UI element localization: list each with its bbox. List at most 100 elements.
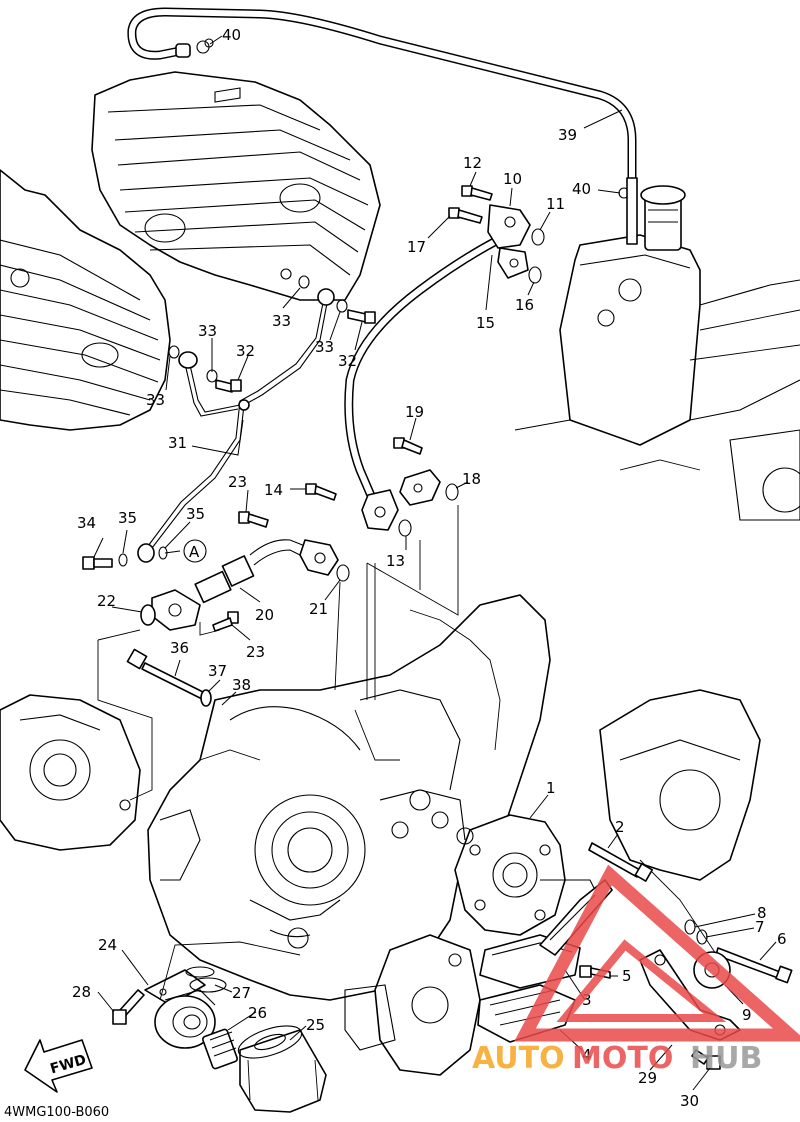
breather-hose-39 — [127, 7, 637, 183]
callout-31: 31 — [168, 434, 187, 452]
callout-8: 8 — [757, 904, 767, 922]
callout-9: 9 — [742, 1006, 752, 1024]
bolt-36 — [126, 648, 206, 700]
union-bolt-26 — [202, 1028, 238, 1070]
callout-32-right: 32 — [338, 352, 357, 370]
oil-pipe-20 — [151, 539, 339, 631]
callout-19: 19 — [405, 403, 424, 421]
assembly-lines — [97, 505, 459, 1001]
washer-37 — [200, 689, 212, 707]
washer-33-a — [298, 275, 310, 289]
callout-33-c: 33 — [272, 312, 291, 330]
bolt-30 — [691, 1049, 721, 1070]
ref-marker-a-top: A — [183, 539, 207, 563]
bolt-23-bottom — [212, 611, 239, 632]
washer-33-b — [336, 299, 348, 313]
bolt-14 — [305, 483, 337, 501]
crankcase — [147, 594, 551, 1001]
oil-hose-15 — [344, 204, 531, 531]
callout-21: 21 — [309, 600, 328, 618]
callout-28: 28 — [72, 983, 91, 1001]
callout-29: 29 — [638, 1069, 657, 1087]
bolt-34 — [82, 556, 113, 570]
crankcase-lower — [344, 934, 481, 1076]
callout-25: 25 — [306, 1016, 325, 1034]
callout-23-bottom: 23 — [246, 643, 265, 661]
watermark-text-auto: AUTO — [472, 1041, 565, 1076]
bolt-19 — [393, 437, 423, 455]
o-ring-13 — [398, 519, 412, 537]
callout-18: 18 — [462, 470, 481, 488]
callout-7: 7 — [755, 918, 765, 936]
callout-40-top: 40 — [222, 26, 241, 44]
callout-3: 3 — [582, 991, 592, 1009]
callout-26: 26 — [248, 1004, 267, 1022]
cylinder-head-upper — [91, 71, 381, 301]
callout-27: 27 — [232, 984, 251, 1002]
callout-22: 22 — [97, 592, 116, 610]
oil-filter-bracket-24 — [144, 969, 206, 1006]
bolt-32-right — [347, 309, 376, 324]
banjo-fitting — [137, 543, 155, 563]
callout-37: 37 — [208, 662, 227, 680]
o-ring-22 — [140, 604, 156, 626]
callout-1: 1 — [546, 779, 556, 797]
o-ring-16 — [528, 266, 542, 284]
callout-35-b: 35 — [186, 505, 205, 523]
fwd-arrow-icon: FWD — [24, 1039, 93, 1093]
callout-30: 30 — [680, 1092, 699, 1110]
callout-6: 6 — [777, 930, 787, 948]
automotohub-watermark: AUTO MOTO HUB — [472, 864, 800, 1076]
bolt-12 — [461, 185, 493, 201]
ref-marker-a-top-label: A — [189, 543, 200, 561]
crankcase-right-section — [599, 689, 761, 961]
callout-10: 10 — [503, 170, 522, 188]
cylinder-front — [0, 169, 171, 431]
callout-32-left: 32 — [236, 342, 255, 360]
callout-16: 16 — [515, 296, 534, 314]
watermark-logo-icon — [514, 864, 800, 1042]
diagram-code: 4WMG100-B060 — [4, 1105, 109, 1120]
oil-filter-adapter — [154, 989, 216, 1049]
callout-17: 17 — [407, 238, 426, 256]
callout-12: 12 — [463, 154, 482, 172]
callout-34: 34 — [77, 514, 96, 532]
callout-35-a: 35 — [118, 509, 137, 527]
gasket-27 — [185, 966, 227, 993]
oil-filter-25 — [237, 1025, 327, 1113]
callout-20: 20 — [255, 606, 274, 624]
oil-line-31 — [147, 288, 335, 549]
callout-5: 5 — [622, 967, 632, 985]
callout-23-top: 23 — [228, 473, 247, 491]
bolt-28 — [112, 989, 145, 1025]
callout-38: 38 — [232, 676, 251, 694]
hose-clip-40-top — [196, 38, 214, 54]
oil-pump-1 — [454, 814, 601, 936]
callout-14: 14 — [264, 481, 283, 499]
callout-24: 24 — [98, 936, 117, 954]
callout-labels: 1 2 3 4 5 6 7 8 9 10 11 12 13 14 15 16 1… — [72, 26, 787, 1110]
washer-33-c — [168, 345, 180, 359]
callout-11: 11 — [546, 195, 565, 213]
o-ring-11 — [531, 228, 545, 246]
bolt-17 — [448, 207, 483, 224]
callout-2: 2 — [615, 818, 625, 836]
left-crankcase-cover — [0, 694, 141, 851]
callout-36: 36 — [170, 639, 189, 657]
callout-40-right: 40 — [572, 180, 591, 198]
watermark-text-hub: HUB — [690, 1041, 762, 1076]
watermark-text-moto: MOTO — [572, 1041, 673, 1076]
o-ring-21 — [336, 564, 350, 582]
oil-tank — [514, 177, 800, 521]
bolt-2 — [588, 842, 653, 882]
washer-35-a — [118, 553, 128, 567]
callout-33-d: 33 — [315, 338, 334, 356]
callout-33-b: 33 — [146, 391, 165, 409]
o-ring-18 — [445, 483, 459, 501]
bolt-23-top — [238, 511, 269, 528]
callout-15: 15 — [476, 314, 495, 332]
callout-39: 39 — [558, 126, 577, 144]
callout-33-a: 33 — [198, 322, 217, 340]
